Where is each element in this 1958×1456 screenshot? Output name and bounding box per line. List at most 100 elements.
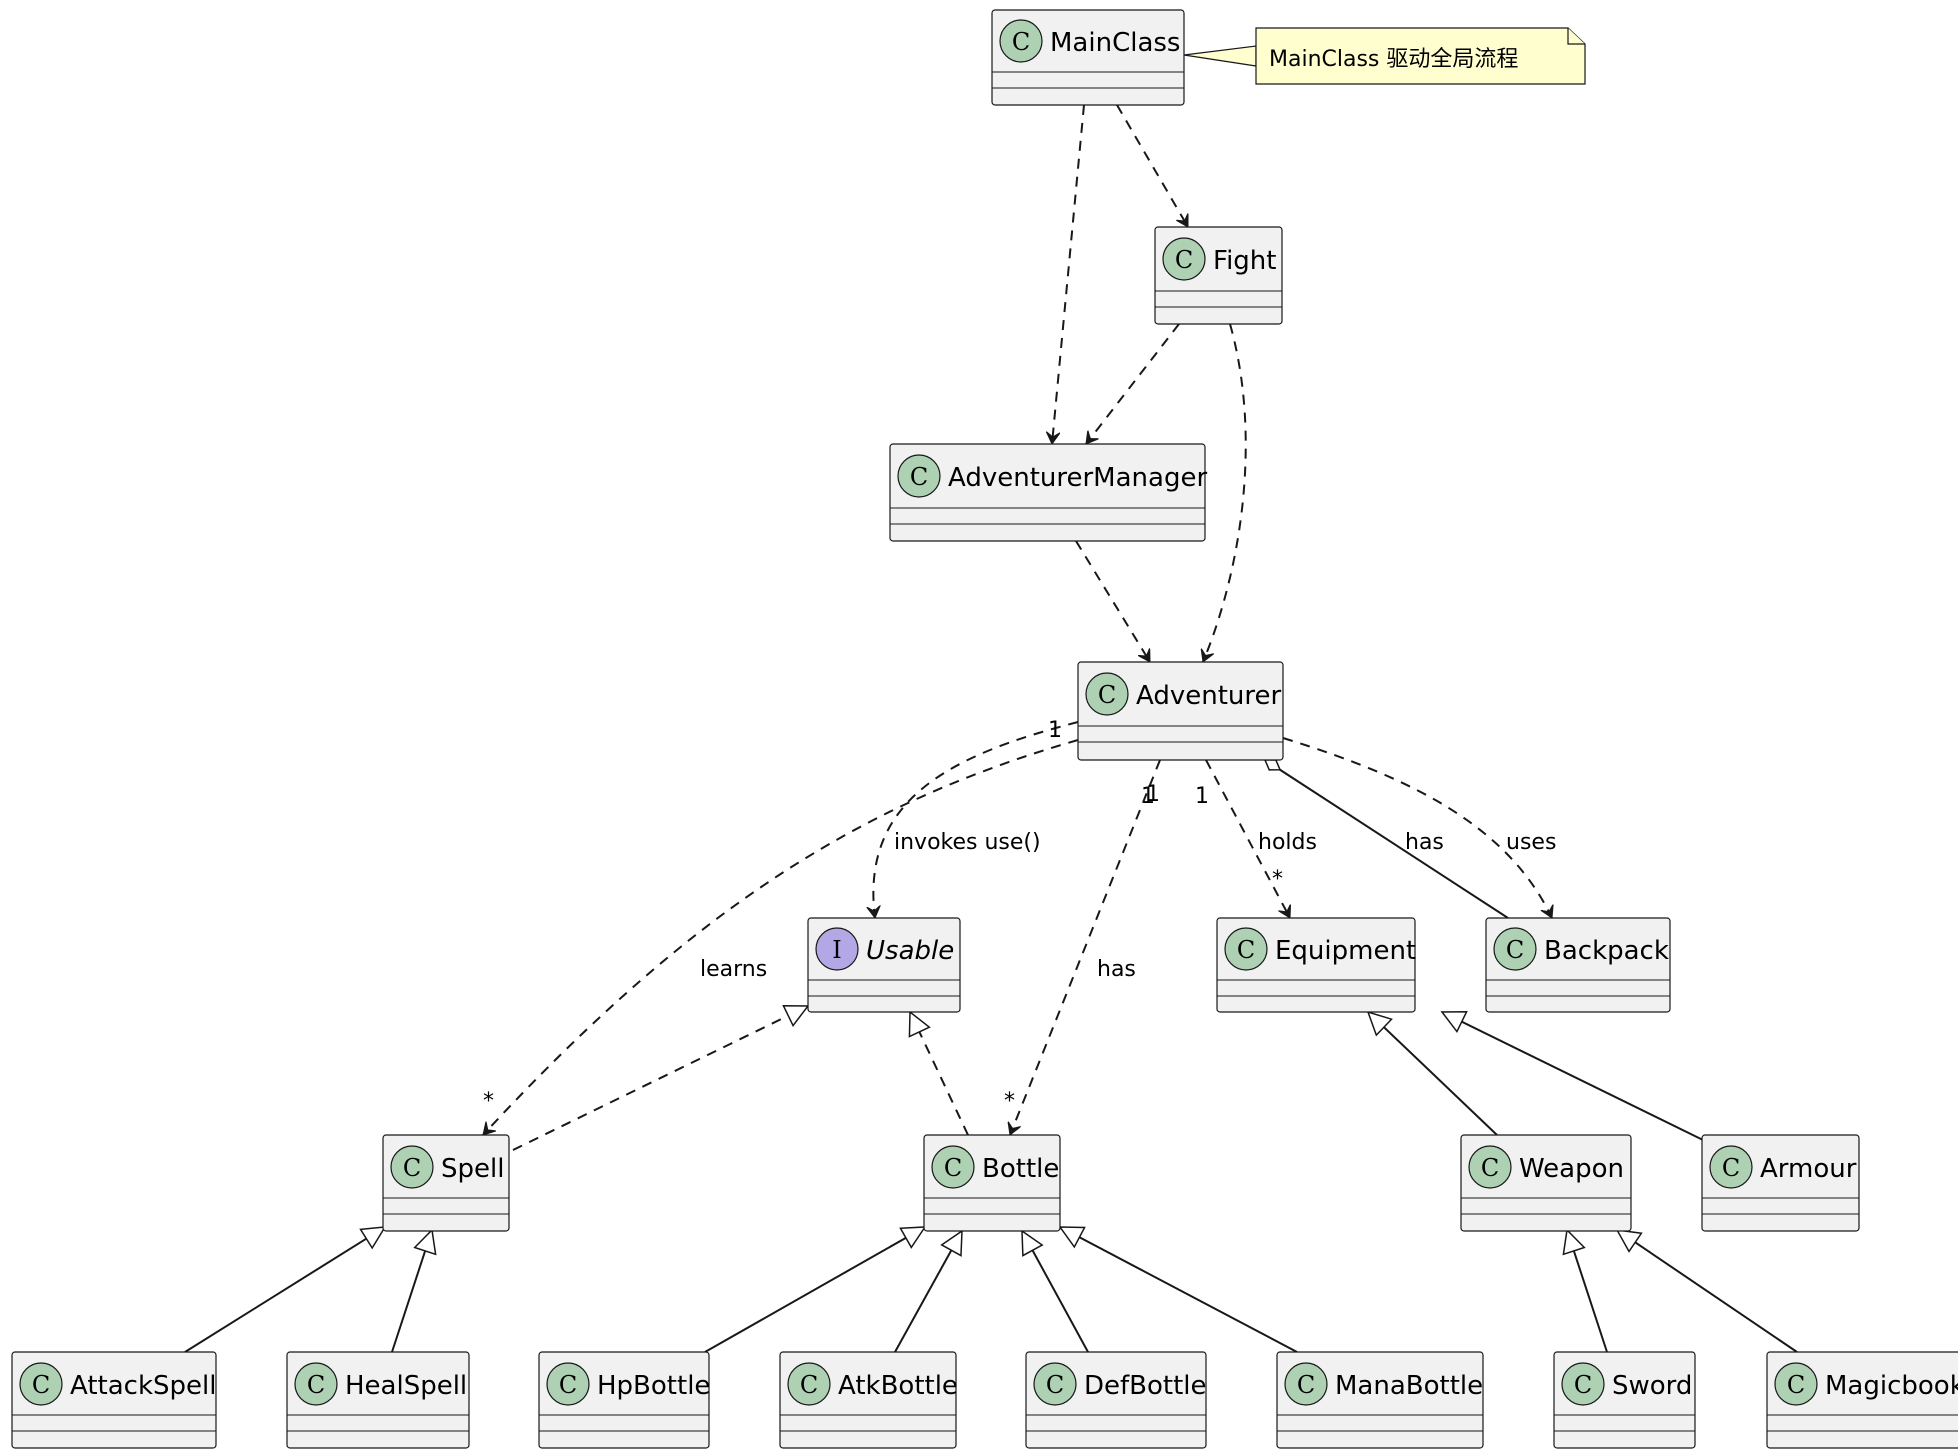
class-sword[interactable]: C Sword — [1553, 1351, 1696, 1449]
edge-fight-adventurermanager — [1085, 323, 1180, 444]
svg-text:C: C — [910, 463, 928, 491]
label-uses: uses — [1506, 830, 1556, 855]
mult-adventurer-equipment: 1 — [1195, 784, 1209, 809]
edge-healspell-spell — [391, 1228, 437, 1353]
class-c-icon — [897, 454, 941, 498]
class-c-icon — [1162, 237, 1206, 281]
class-name: ManaBottle — [1335, 1371, 1483, 1401]
class-magicbook[interactable]: C Magicbook — [1766, 1351, 1958, 1449]
edge-adventurer-spell — [482, 739, 1079, 1135]
class-c-icon — [1468, 1145, 1512, 1189]
svg-text:C: C — [1506, 936, 1524, 964]
edge-armour-equipment — [1440, 1011, 1704, 1141]
svg-text:C: C — [1175, 246, 1193, 274]
class-defbottle[interactable]: C DefBottle — [1025, 1351, 1207, 1449]
edge-attackspell-spell — [184, 1226, 387, 1353]
label-has-backpack: has — [1405, 830, 1444, 855]
class-atkbottle[interactable]: C AtkBottle — [779, 1351, 958, 1449]
edge-fight-adventurer — [1203, 323, 1247, 662]
edge-bottle-usable — [908, 1010, 969, 1136]
relations — [184, 45, 1798, 1353]
edge-adventurermanager-adventurer — [1075, 540, 1151, 662]
class-name: Sword — [1612, 1371, 1692, 1401]
svg-text:C: C — [403, 1154, 421, 1182]
svg-text:C: C — [1098, 681, 1116, 709]
edge-adventurer-backpack-aggregation — [1263, 759, 1509, 919]
class-name: Adventurer — [1136, 681, 1281, 711]
class-name: AdventurerManager — [948, 463, 1207, 493]
class-fight[interactable]: C Fight — [1154, 226, 1283, 325]
class-c-icon — [1774, 1362, 1818, 1406]
class-c-icon — [1085, 672, 1129, 716]
class-c-icon — [1224, 927, 1268, 971]
svg-text:C: C — [1012, 28, 1030, 56]
class-name: Fight — [1213, 246, 1276, 276]
interface-usable[interactable]: I Usable — [807, 917, 961, 1013]
note-connector — [1183, 45, 1257, 67]
class-c-icon — [999, 19, 1043, 63]
class-adventurer[interactable]: C Adventurer — [1077, 661, 1284, 761]
mult-adventurer-bottle-b: 1 — [1146, 782, 1160, 807]
class-hpbottle[interactable]: C HpBottle — [538, 1351, 710, 1449]
edge-manabottle-bottle — [1058, 1226, 1298, 1353]
edge-adventurer-usable — [873, 721, 1079, 918]
class-manabottle[interactable]: C ManaBottle — [1276, 1351, 1484, 1449]
mult-bottle: * — [1004, 1089, 1015, 1114]
edge-adventurer-bottle — [1010, 759, 1161, 1135]
edge-magicbook-weapon — [1615, 1229, 1798, 1353]
mult-adventurer-bottle-a: 1 — [1141, 784, 1155, 809]
label-has-bottle: has — [1097, 957, 1136, 982]
class-backpack[interactable]: C Backpack — [1485, 917, 1671, 1013]
edge-labels: invokes use() learns has holds has uses … — [483, 718, 1556, 1114]
edge-atkbottle-bottle — [894, 1229, 963, 1353]
mult-adventurer-usable: 1 — [1048, 718, 1062, 743]
class-name: Armour — [1760, 1154, 1857, 1184]
svg-text:C: C — [1574, 1371, 1592, 1399]
edge-adventurer-backpack-uses — [1282, 737, 1552, 918]
edge-hpbottle-bottle — [704, 1226, 927, 1353]
class-spell[interactable]: C Spell — [382, 1134, 510, 1232]
class-bottle[interactable]: C Bottle — [923, 1134, 1061, 1232]
edge-mainclass-adventurermanager — [1052, 104, 1085, 444]
note: MainClass 驱动全局流程 — [1255, 27, 1586, 85]
class-name: Equipment — [1275, 936, 1416, 966]
class-c-icon — [1493, 927, 1537, 971]
class-attackspell[interactable]: C AttackSpell — [11, 1351, 217, 1449]
note-box — [1255, 27, 1586, 85]
label-holds: holds — [1258, 830, 1317, 855]
svg-text:C: C — [1237, 936, 1255, 964]
svg-text:I: I — [832, 936, 841, 964]
class-name: Weapon — [1519, 1154, 1624, 1184]
class-name: AttackSpell — [70, 1371, 216, 1401]
class-name: Backpack — [1544, 936, 1669, 966]
class-name: HpBottle — [597, 1371, 710, 1401]
class-mainclass[interactable]: C MainClass — [991, 9, 1185, 106]
mult-spell: * — [483, 1089, 494, 1114]
class-adventurermanager[interactable]: C AdventurerManager — [889, 443, 1207, 542]
edge-spell-usable — [512, 1005, 810, 1151]
svg-text:C: C — [800, 1371, 818, 1399]
svg-text:C: C — [1722, 1154, 1740, 1182]
svg-text:C: C — [32, 1371, 50, 1399]
class-equipment[interactable]: C Equipment — [1216, 917, 1416, 1013]
edge-adventurer-equipment — [1205, 759, 1290, 918]
class-name: Spell — [441, 1154, 504, 1184]
class-name: AtkBottle — [838, 1371, 958, 1401]
note-text: MainClass 驱动全局流程 — [1269, 47, 1518, 72]
label-learns: learns — [700, 957, 767, 982]
class-c-icon — [1561, 1362, 1605, 1406]
class-weapon[interactable]: C Weapon — [1460, 1134, 1632, 1232]
class-name: DefBottle — [1084, 1371, 1207, 1401]
class-c-icon — [1284, 1362, 1328, 1406]
class-c-icon — [294, 1362, 338, 1406]
class-name: Magicbook — [1825, 1371, 1958, 1401]
class-name: HealSpell — [345, 1371, 467, 1401]
note-corner — [1567, 28, 1585, 45]
class-name: Bottle — [982, 1154, 1059, 1184]
interface-i-icon — [815, 927, 859, 971]
class-armour[interactable]: C Armour — [1701, 1134, 1860, 1232]
class-healspell[interactable]: C HealSpell — [286, 1351, 470, 1449]
edge-mainclass-fight — [1116, 104, 1189, 227]
class-c-icon — [931, 1145, 975, 1189]
